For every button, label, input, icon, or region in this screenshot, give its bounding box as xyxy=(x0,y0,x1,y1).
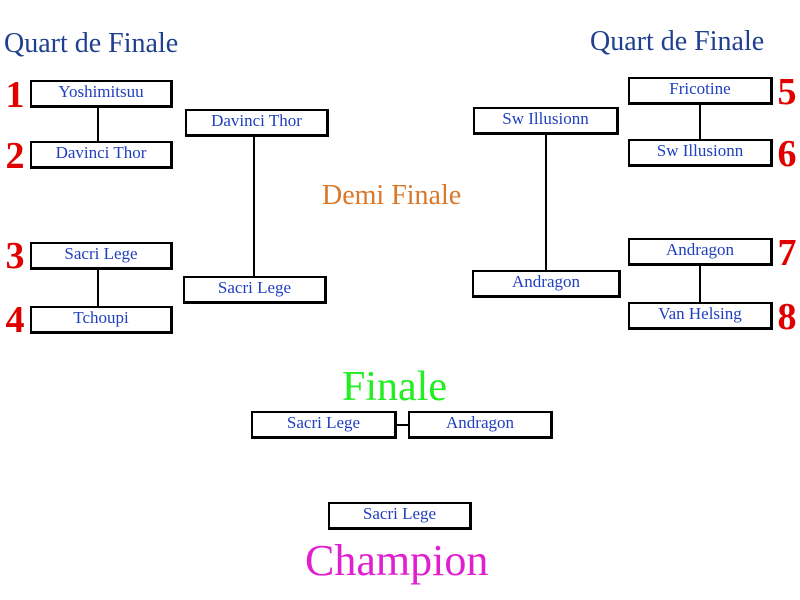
seed-number-5: 5 xyxy=(777,71,797,113)
semifinal-right-slot-2: Andragon xyxy=(472,270,621,298)
seed-number-2: 2 xyxy=(5,135,25,177)
connector-qf-7-8 xyxy=(699,265,701,303)
champion-heading: Champion xyxy=(305,536,489,585)
seed-number-1: 1 xyxy=(5,74,25,116)
quarterfinal-slot-5: Fricotine xyxy=(628,77,773,105)
semifinal-right-slot-1: Sw Illusionn xyxy=(473,107,619,135)
quarterfinal-slot-4: Tchoupi xyxy=(30,306,173,334)
connector-semifinal-right xyxy=(545,134,547,271)
final-heading: Finale xyxy=(342,364,447,410)
seed-number-4: 4 xyxy=(5,299,25,341)
connector-final xyxy=(396,424,409,426)
quarterfinal-left-heading: Quart de Finale xyxy=(4,28,179,59)
connector-qf-3-4 xyxy=(97,269,99,307)
quarterfinal-slot-2: Davinci Thor xyxy=(30,141,173,169)
final-slot-2: Andragon xyxy=(408,411,553,439)
connector-qf-1-2 xyxy=(97,107,99,142)
quarterfinal-slot-7: Andragon xyxy=(628,238,773,266)
quarterfinal-slot-8: Van Helsing xyxy=(628,302,773,330)
seed-number-8: 8 xyxy=(777,296,797,338)
semifinal-left-slot-2: Sacri Lege xyxy=(183,276,327,304)
seed-number-7: 7 xyxy=(777,232,797,274)
connector-qf-5-6 xyxy=(699,104,701,140)
quarterfinal-right-heading: Quart de Finale xyxy=(590,26,765,57)
semifinal-heading: Demi Finale xyxy=(322,180,462,211)
quarterfinal-slot-6: Sw Illusionn xyxy=(628,139,773,167)
seed-number-6: 6 xyxy=(777,133,797,175)
connector-semifinal-left xyxy=(253,136,255,277)
quarterfinal-slot-3: Sacri Lege xyxy=(30,242,173,270)
champion-slot: Sacri Lege xyxy=(328,502,472,530)
seed-number-3: 3 xyxy=(5,235,25,277)
quarterfinal-slot-1: Yoshimitsuu xyxy=(30,80,173,108)
semifinal-left-slot-1: Davinci Thor xyxy=(185,109,329,137)
final-slot-1: Sacri Lege xyxy=(251,411,397,439)
